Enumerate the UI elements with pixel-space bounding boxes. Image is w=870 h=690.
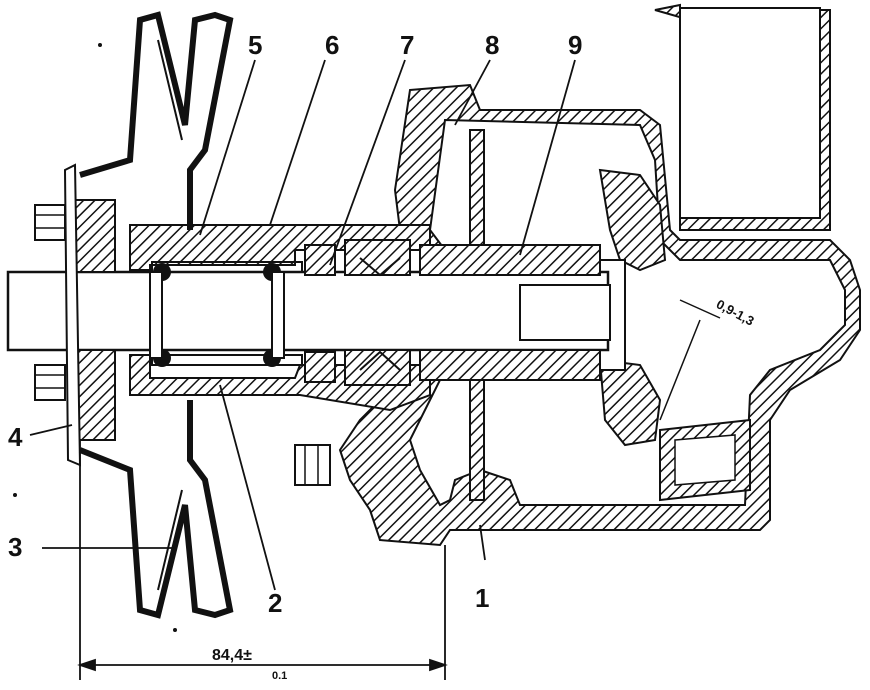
flange-bolts: [34, 204, 331, 486]
callout-5: 5: [248, 30, 263, 60]
callout-3: 3: [8, 532, 23, 562]
callout-7: 7: [400, 30, 415, 60]
overall-dimension-tolerance: 0.1: [272, 670, 288, 682]
callout-4: 4: [8, 422, 23, 452]
impeller: [594, 168, 667, 447]
callout-9: 9: [568, 30, 583, 60]
callout-1: 1: [475, 583, 490, 613]
shaft-seals: [304, 239, 411, 386]
overall-dimension: [77, 440, 448, 680]
v-belt-pulley: [78, 11, 234, 619]
leader-lines: [29, 59, 576, 591]
callout-2: 2: [268, 588, 283, 618]
callout-6: 6: [325, 30, 340, 60]
callout-8: 8: [485, 30, 500, 60]
overall-dimension-label: 84,4±: [212, 647, 252, 664]
pump-shaft: [6, 270, 611, 352]
ball-bearings: [149, 261, 303, 367]
gap-annotation: [659, 299, 721, 421]
outlet-pipe: [654, 3, 831, 231]
